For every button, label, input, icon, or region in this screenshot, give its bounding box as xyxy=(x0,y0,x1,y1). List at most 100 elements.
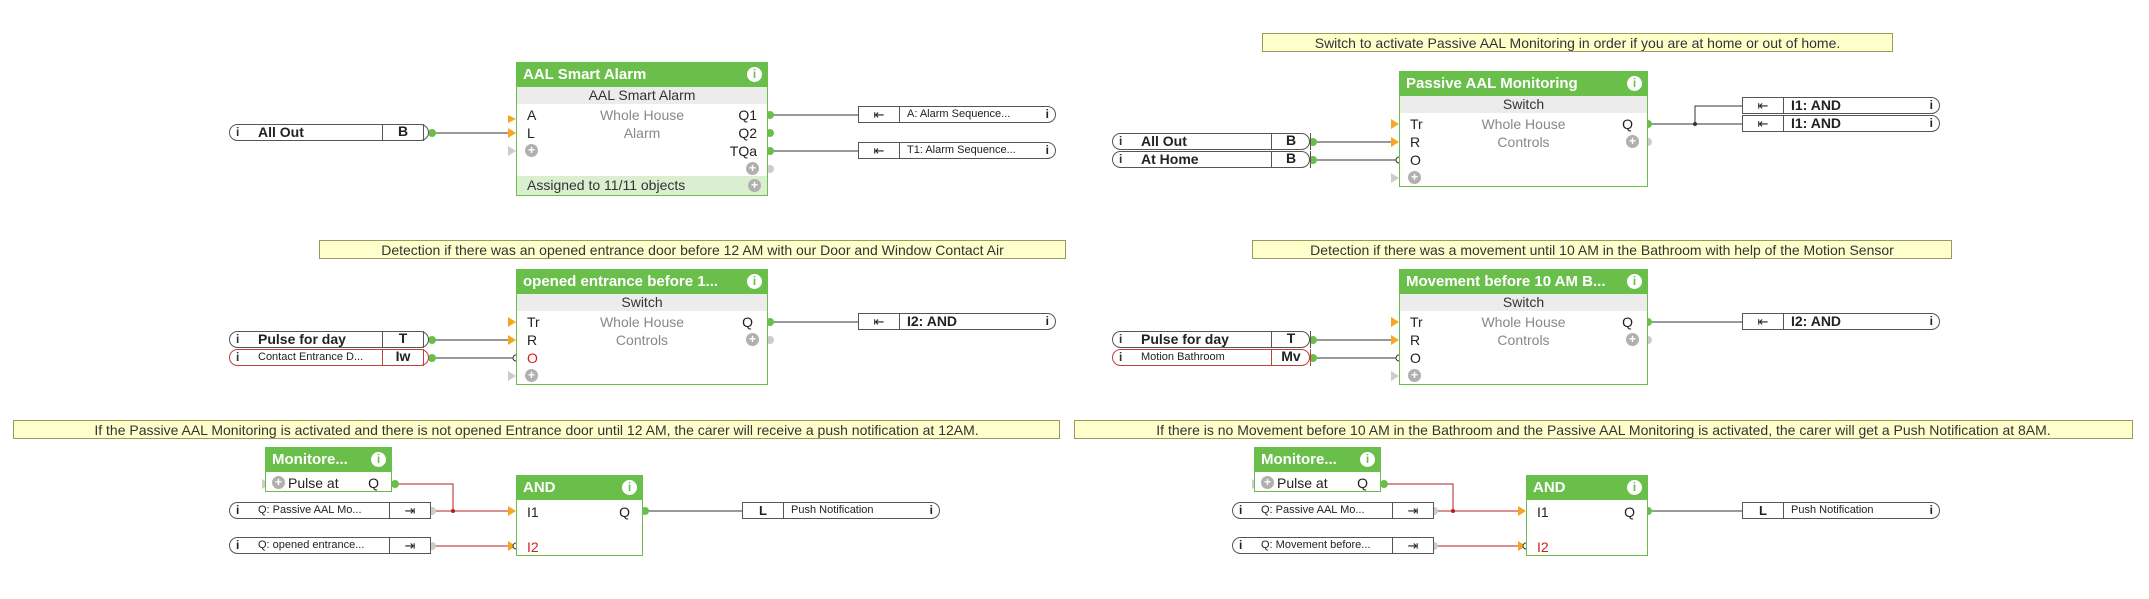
block-subtitle: Switch xyxy=(517,294,767,311)
input-label-r: R xyxy=(1410,134,1421,150)
add-input-icon[interactable]: + xyxy=(1261,476,1274,489)
output-label-q: Q xyxy=(742,314,753,330)
add-output-icon[interactable]: + xyxy=(746,333,759,346)
input-ref-code: T xyxy=(1271,331,1311,348)
ref-opened-entrance-left[interactable]: i Q: opened entrance... ⇥ xyxy=(229,537,431,554)
block-monitor-right[interactable]: Monitore...i + Pulse at Q xyxy=(1254,447,1381,492)
info-icon[interactable]: i xyxy=(747,67,762,82)
output-ref-i2-and-door[interactable]: ⇤ I2: AND i xyxy=(858,313,1056,330)
input-ref-pulse-for-day-door[interactable]: i Pulse for day T xyxy=(229,331,429,348)
info-icon[interactable]: i xyxy=(1627,76,1642,91)
output-ref-i2-and-motion[interactable]: ⇤ I2: AND i xyxy=(1742,313,1940,330)
info-icon[interactable]: i xyxy=(1929,314,1933,328)
block-room: Whole House xyxy=(599,107,685,123)
output-label-q: Q xyxy=(1624,504,1635,520)
ref-out-icon: ⇥ xyxy=(389,502,431,519)
output-ref-push-notification-right[interactable]: L Push Notification i xyxy=(1742,502,1940,519)
input-ref-motion-bathroom[interactable]: i Motion Bathroom Mv xyxy=(1112,349,1311,366)
block-subtitle: Switch xyxy=(1400,294,1647,311)
add-output-icon[interactable]: + xyxy=(746,162,759,175)
input-label-r: R xyxy=(527,332,538,348)
add-input-icon[interactable]: + xyxy=(1408,171,1421,184)
ref-in-icon: ⇤ xyxy=(858,313,900,330)
output-ref-push-notification-left[interactable]: L Push Notification i xyxy=(742,502,940,519)
input-ref-all-out-passive[interactable]: i All Out B xyxy=(1112,133,1311,150)
info-icon[interactable]: i xyxy=(1929,98,1933,112)
output-label-tqa: TQa xyxy=(729,143,757,159)
ref-passive-aal-mo-left[interactable]: i Q: Passive AAL Mo... ⇥ xyxy=(229,502,431,519)
info-icon[interactable]: i xyxy=(747,274,762,289)
info-icon[interactable]: i xyxy=(1045,314,1049,328)
ref-name: Q: Passive AAL Mo... xyxy=(258,504,362,516)
info-icon[interactable]: i xyxy=(1627,480,1642,495)
output-ref-code: L xyxy=(742,502,784,519)
output-label-q: Q xyxy=(619,504,630,520)
output-label-q: Q xyxy=(1357,475,1368,491)
block-opened-entrance[interactable]: opened entrance before 1...i Switch Tr R… xyxy=(516,269,768,385)
block-title: Monitore...i xyxy=(266,448,391,472)
info-icon: i xyxy=(236,125,240,139)
input-ref-contact-entrance[interactable]: i Contact Entrance D... Iw xyxy=(229,349,429,366)
info-icon[interactable]: i xyxy=(1045,143,1049,157)
info-icon[interactable]: i xyxy=(1929,116,1933,130)
input-label-o: O xyxy=(1410,152,1421,168)
block-monitor-left[interactable]: Monitore...i + Pulse at Q xyxy=(265,447,392,492)
input-ref-name: Pulse for day xyxy=(1141,332,1229,347)
input-ref-pulse-for-day-motion[interactable]: i Pulse for day T xyxy=(1112,331,1311,348)
input-ref-name: All Out xyxy=(1141,134,1187,149)
add-input-icon[interactable]: + xyxy=(1408,369,1421,382)
output-ref-name: Push Notification xyxy=(1791,504,1874,516)
info-icon[interactable]: i xyxy=(622,480,637,495)
input-ref-all-out-alarm[interactable]: i All Out B xyxy=(229,124,429,141)
info-icon[interactable]: i xyxy=(929,503,933,517)
note-motion-push: If there is no Movement before 10 AM in … xyxy=(1074,420,2133,439)
info-icon[interactable]: i xyxy=(371,452,386,467)
block-movement-before-10[interactable]: Movement before 10 AM B...i Switch Tr R … xyxy=(1399,269,1648,385)
output-ref-i1-and-1[interactable]: ⇤ I1: AND i xyxy=(1742,97,1940,114)
ref-out-icon: ⇥ xyxy=(389,537,431,554)
input-ref-at-home[interactable]: i At Home B xyxy=(1112,151,1311,168)
output-ref-name: I1: AND xyxy=(1791,116,1842,131)
info-icon[interactable]: i xyxy=(1360,452,1375,467)
add-output-icon[interactable]: + xyxy=(1626,135,1639,148)
output-ref-i1-and-2[interactable]: ⇤ I1: AND i xyxy=(1742,115,1940,132)
info-icon[interactable]: i xyxy=(1045,107,1049,121)
output-ref-name: Push Notification xyxy=(791,504,874,516)
output-ref-alarm-sequence-t1[interactable]: ⇤ T1: Alarm Sequence... i xyxy=(858,142,1056,159)
ref-passive-aal-mo-right[interactable]: i Q: Passive AAL Mo... ⇥ xyxy=(1232,502,1434,519)
ref-movement-before-right[interactable]: i Q: Movement before... ⇥ xyxy=(1232,537,1434,554)
output-ref-name: I2: AND xyxy=(1791,314,1842,329)
input-ref-code: B xyxy=(1271,151,1311,168)
input-ref-code: B xyxy=(1271,133,1311,150)
block-title: Monitore...i xyxy=(1255,448,1380,472)
info-icon: i xyxy=(1119,350,1123,364)
block-category: Alarm xyxy=(623,125,661,141)
gear-icon[interactable]: + xyxy=(748,179,761,192)
add-input-icon[interactable]: + xyxy=(272,476,285,489)
output-ref-alarm-sequence-a[interactable]: ⇤ A: Alarm Sequence... i xyxy=(858,106,1056,123)
ref-name: Q: Movement before... xyxy=(1261,539,1371,551)
info-icon[interactable]: i xyxy=(1627,274,1642,289)
info-icon[interactable]: i xyxy=(1929,503,1933,517)
output-ref-code: L xyxy=(1742,502,1784,519)
add-input-icon[interactable]: + xyxy=(525,144,538,157)
info-icon: i xyxy=(1119,332,1123,346)
add-output-icon[interactable]: + xyxy=(1626,333,1639,346)
add-input-icon[interactable]: + xyxy=(525,369,538,382)
output-ref-name: A: Alarm Sequence... xyxy=(907,108,1011,120)
input-label-i1: I1 xyxy=(527,504,539,520)
block-category: Controls xyxy=(615,332,669,348)
input-label-i1: I1 xyxy=(1537,504,1549,520)
pulse-at-label: Pulse at xyxy=(288,475,339,491)
assigned-objects[interactable]: Assigned to 11/11 objects+ xyxy=(517,176,767,195)
info-icon: i xyxy=(1119,152,1123,166)
input-label-tr: Tr xyxy=(1410,314,1423,330)
output-label-q1: Q1 xyxy=(738,107,757,123)
